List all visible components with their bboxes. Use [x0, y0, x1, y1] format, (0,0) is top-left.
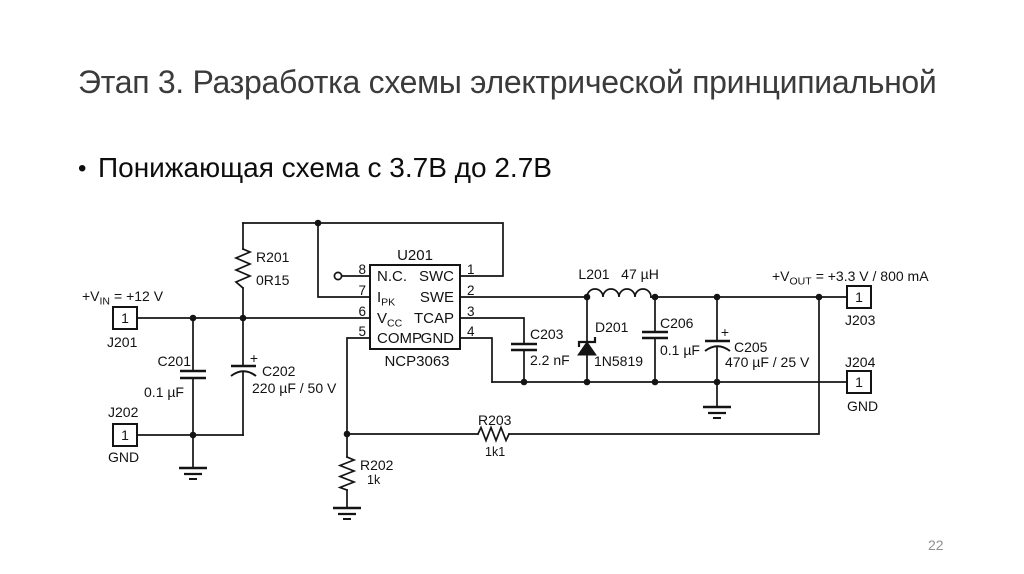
wire-ic-gnd	[459, 337, 493, 383]
diode-d201: D201 1N5819	[577, 296, 643, 383]
resistor-r201: R201 0R15	[233, 222, 290, 319]
j204-pin: 1	[855, 374, 863, 390]
j202-ref: J202	[108, 404, 139, 420]
u201-body	[369, 264, 461, 350]
j203-terminal	[846, 285, 872, 309]
svg-text:8: 8	[358, 262, 366, 277]
svg-text:1: 1	[467, 262, 475, 277]
j203-pin: 1	[855, 289, 863, 305]
j201-ref: J201	[107, 334, 138, 350]
c203-ref: C203	[530, 326, 564, 342]
net-vin-label: +VIN= +12 V	[82, 288, 164, 308]
svg-text:5: 5	[358, 324, 366, 339]
j202-pin: 1	[121, 427, 129, 443]
c205-value: 470 µF / 25 V	[725, 354, 810, 370]
bullet-marker: •	[78, 155, 87, 182]
r201-value: 0R15	[256, 272, 290, 288]
ground-symbol	[333, 506, 361, 520]
ground-symbol	[179, 466, 207, 480]
capacitor-c201: C201 0.1 µF	[144, 317, 207, 480]
slide-title: Этап 3. Разработка схемы электрической п…	[78, 64, 937, 100]
diode-triangle	[577, 341, 597, 356]
ic-u201: U201 NCP3063 8 7 6 5 1 2 3 4 N.C. IPK VC…	[333, 247, 475, 370]
svg-text:2: 2	[467, 283, 475, 298]
d201-ref: D201	[595, 319, 629, 335]
connector-j201: +VIN= +12 V 1 J201	[82, 288, 164, 350]
c203-value: 2.2 nF	[530, 352, 570, 368]
c202-ref: C202	[262, 363, 296, 379]
pin-ipk: IPK	[377, 289, 395, 309]
j201-terminal	[112, 306, 138, 330]
svg-text:4: 4	[467, 324, 475, 339]
j203-ref: J203	[845, 312, 876, 328]
pin-nc: N.C.	[377, 268, 407, 285]
l201-ref: L201	[578, 266, 609, 282]
c201-ref: C201	[158, 353, 192, 369]
j204-net-label: GND	[847, 398, 878, 414]
nc-open-circle	[333, 271, 343, 281]
junction-dots	[189, 219, 823, 439]
j202-terminal	[112, 423, 138, 447]
pin-gnd: GND	[421, 330, 455, 347]
capacitor-c205: + C205 470 µF / 25 V	[703, 296, 810, 419]
svg-text:6: 6	[358, 304, 366, 319]
u201-part: NCP3063	[384, 353, 449, 370]
wire-comp	[346, 337, 371, 435]
c202-polarity: +	[250, 350, 258, 366]
j202-net-label: GND	[108, 449, 139, 465]
c202-value: 220 µF / 50 V	[252, 380, 337, 396]
c201-value: 0.1 µF	[144, 384, 184, 400]
connector-j202: J202 1 GND	[108, 404, 139, 465]
l201-value: 47 µH	[621, 266, 659, 282]
ground-symbol	[703, 405, 731, 419]
r202-ref: R202	[360, 457, 394, 473]
connector-j204: J204 1 GND	[845, 354, 878, 414]
wire-tcap	[459, 317, 525, 345]
wire-top	[242, 222, 504, 277]
u201-ref: U201	[397, 247, 433, 264]
c205-polarity: +	[721, 324, 729, 340]
connector-j203: +VOUT= +3.3 V / 800 mA 1 J203	[772, 268, 929, 328]
wire-feedback	[346, 296, 820, 435]
page-number: 22	[928, 537, 944, 553]
pin-tcap: TCAP	[414, 310, 454, 327]
d201-value: 1N5819	[594, 353, 643, 369]
j201-pin: 1	[121, 310, 129, 326]
pin-comp: COMP	[377, 330, 422, 347]
pin-swe: SWE	[420, 289, 454, 306]
r201-ref: R201	[256, 249, 290, 265]
wire-ipk	[317, 222, 371, 298]
r203-ref: R203	[478, 412, 512, 428]
svg-text:7: 7	[358, 283, 366, 298]
capacitor-c202: + C202 220 µF / 50 V	[230, 317, 337, 436]
resistor-r202: R202 1k	[333, 433, 394, 520]
capacitor-c203: C203 2.2 nF	[511, 326, 570, 383]
svg-text:3: 3	[467, 304, 475, 319]
resistor-r203: R203 1k1	[476, 412, 512, 459]
r202-value: 1k	[367, 473, 381, 487]
r203-value: 1k1	[485, 445, 505, 459]
c206-value: 0.1 µF	[660, 342, 700, 358]
inductor-coils	[586, 288, 652, 298]
c205-ref: C205	[734, 339, 768, 355]
bullet-item: • Понижающая схема с 3.7В до 2.7В	[78, 152, 552, 185]
wires	[136, 222, 848, 436]
pin-vcc: VCC	[377, 310, 403, 330]
pin-swc: SWC	[419, 268, 454, 285]
j204-ref: J204	[845, 354, 876, 370]
inductor-l201: L201 47 µH	[578, 266, 659, 298]
capacitor-c206: C206 0.1 µF	[642, 296, 700, 383]
bullet-text: Понижающая схема с 3.7В до 2.7В	[98, 152, 552, 183]
c206-ref: C206	[660, 315, 694, 331]
net-vout-label: +VOUT= +3.3 V / 800 mA	[772, 268, 929, 288]
j204-terminal	[846, 370, 872, 394]
